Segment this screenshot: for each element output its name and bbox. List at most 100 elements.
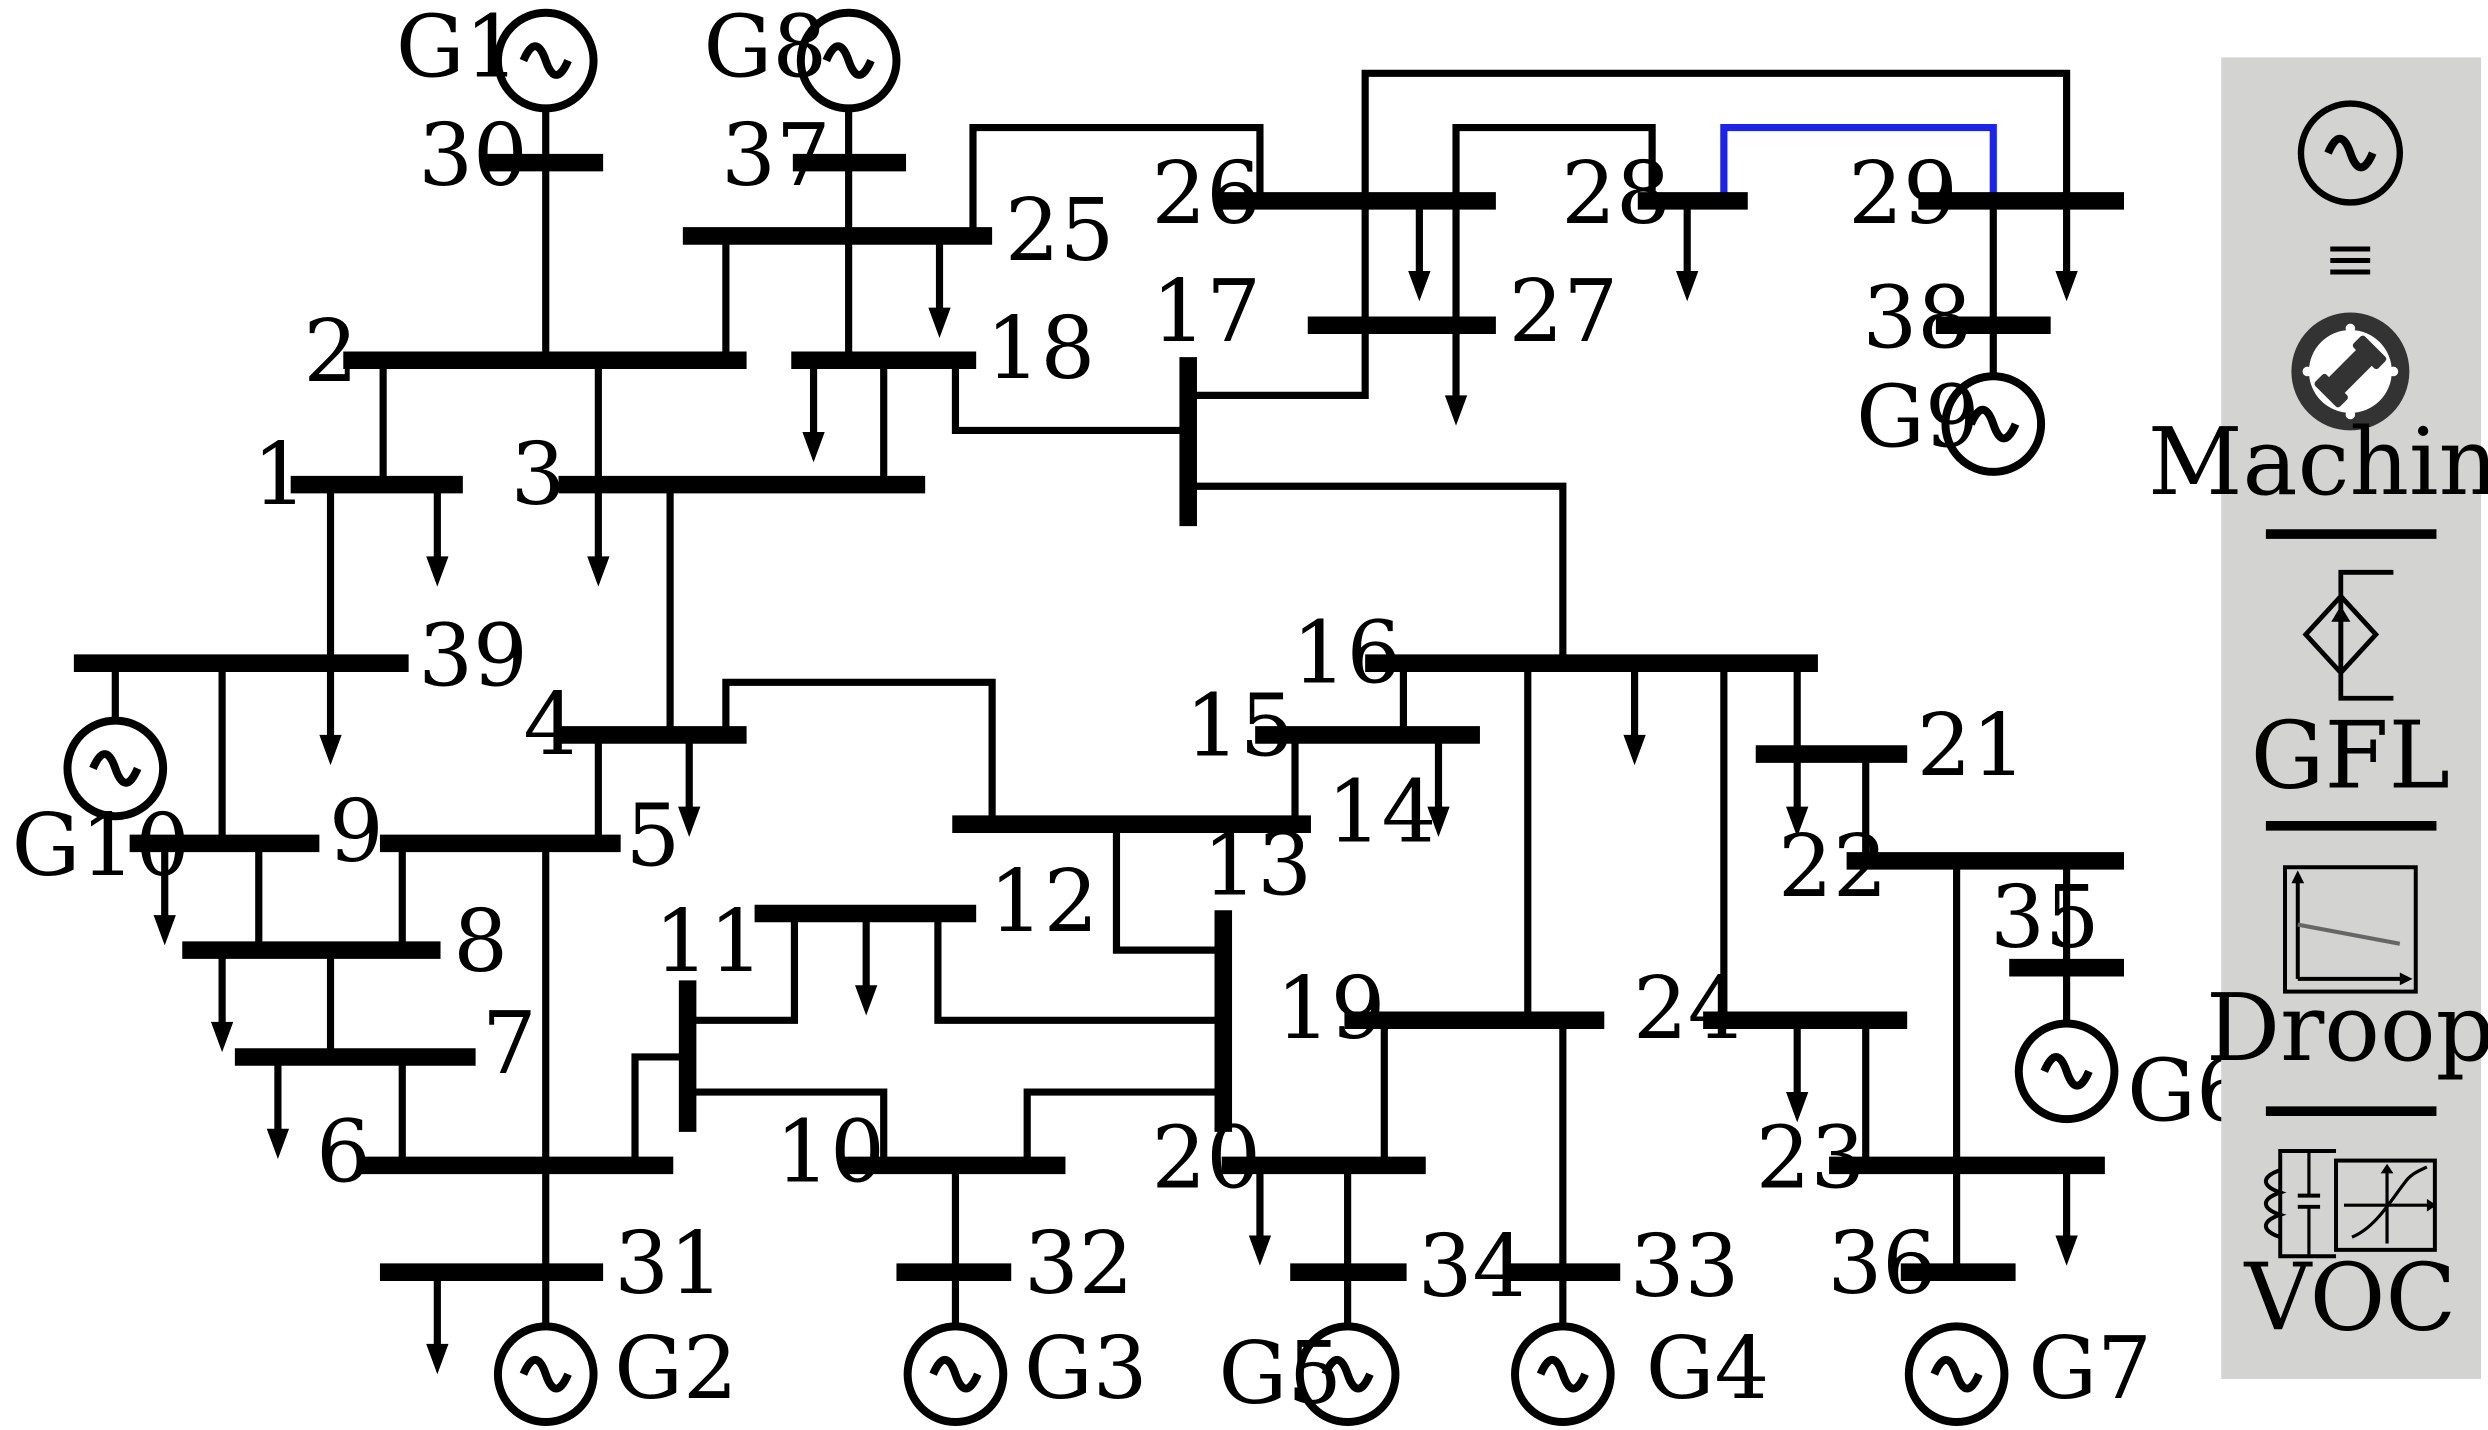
bus-label-22: 22 <box>1778 817 1888 917</box>
load-arrow <box>1623 663 1646 766</box>
gen-label-g2: G2 <box>614 1319 738 1419</box>
bus-label-15: 15 <box>1185 677 1295 777</box>
line-4-14 <box>722 678 996 825</box>
bus-label-18: 18 <box>986 299 1096 399</box>
bus-label-16: 16 <box>1292 603 1402 703</box>
gen-label-g8: G8 <box>704 0 828 98</box>
bus-label-10: 10 <box>775 1102 885 1202</box>
load-arrow <box>678 734 701 837</box>
generators <box>63 8 2119 1427</box>
gen-label-g4: G4 <box>1646 1319 1770 1419</box>
bus-label-12: 12 <box>989 852 1099 952</box>
line-17-26 <box>1188 200 1369 399</box>
load-arrow <box>802 360 825 463</box>
bus-labels: 30 37 25 26 28 29 27 38 17 2 18 1 3 39 1… <box>252 106 2099 1317</box>
legend-panel: ≡ Machine GFL <box>2148 57 2488 1379</box>
bus-label-30: 30 <box>418 106 528 206</box>
legend-droop-label: Droop <box>2206 974 2488 1082</box>
bus-label-3: 3 <box>511 425 566 525</box>
bus-label-27: 27 <box>1509 262 1619 362</box>
legend-generator-icon <box>2297 100 2403 206</box>
gen-label-g1: G1 <box>396 0 520 98</box>
gen-label-g7: G7 <box>2028 1319 2152 1419</box>
load-arrow <box>319 663 342 766</box>
bus-label-1: 1 <box>252 425 307 525</box>
line-14-13 <box>1112 824 1224 954</box>
line-11-10 <box>687 1088 888 1166</box>
loads <box>153 200 2078 1375</box>
load-arrow <box>855 913 878 1016</box>
legend-voc-icon <box>2263 1149 2437 1259</box>
bus-label-35: 35 <box>1990 868 2100 968</box>
bus-label-14: 14 <box>1327 763 1437 863</box>
load-arrow <box>1786 1020 1809 1123</box>
bus-label-13: 13 <box>1203 815 1313 915</box>
line-26-29 <box>1361 69 2071 201</box>
line-6-11 <box>631 1053 688 1166</box>
generator-g1-icon <box>493 8 598 113</box>
load-arrow <box>928 235 951 338</box>
line-26-28 <box>1452 123 1656 201</box>
line-18-17 <box>951 360 1189 435</box>
bus-label-26: 26 <box>1152 144 1262 244</box>
gen-label-g9: G9 <box>1856 367 1980 467</box>
bus-label-21: 21 <box>1917 696 2027 796</box>
line-11-12 <box>687 913 799 1024</box>
load-arrow <box>1408 200 1431 302</box>
legend-machine-label: Machine <box>2148 408 2488 516</box>
generator-g5-icon <box>1295 1322 1400 1427</box>
bus-label-37: 37 <box>721 106 831 206</box>
generator-g8-icon <box>796 8 901 113</box>
legend-voc-label: VOC <box>2244 1244 2457 1352</box>
bus-label-9: 9 <box>329 782 384 882</box>
legend-droop-icon <box>2283 865 2418 994</box>
line-10-13 <box>1023 1088 1224 1166</box>
generator-g3-icon <box>903 1322 1008 1427</box>
line-28-29-highlight <box>1720 123 1997 201</box>
legend-machine-icon <box>2291 312 2410 431</box>
legend-equivalence-symbol: ≡ <box>2324 223 2377 297</box>
bus-label-23: 23 <box>1756 1109 1866 1209</box>
bus-label-28: 28 <box>1561 144 1671 244</box>
bus-label-34: 34 <box>1418 1217 1528 1317</box>
generator-g9-icon <box>1941 372 2046 476</box>
load-arrow <box>1786 663 1809 837</box>
gen-label-g10: G10 <box>12 796 190 896</box>
generator-g4-icon <box>1511 1322 1615 1427</box>
generator-g10-icon <box>63 716 168 821</box>
generator-g6-icon <box>2014 1019 2119 1124</box>
load-arrow <box>1248 1165 1272 1266</box>
load-arrow <box>426 484 449 587</box>
bus-label-19: 19 <box>1276 959 1386 1059</box>
bus-label-38: 38 <box>1863 269 1973 369</box>
bus-label-25: 25 <box>1005 181 1115 281</box>
bus-label-39: 39 <box>418 607 528 707</box>
load-arrow <box>1444 325 1468 426</box>
generator-g7-icon <box>1904 1322 2009 1427</box>
gen-label-g5: G5 <box>1218 1324 1342 1424</box>
load-arrow <box>1676 200 1699 302</box>
gen-label-g3: G3 <box>1024 1319 1148 1419</box>
line-17-16 <box>1188 482 1567 664</box>
transmission-lines <box>111 69 2071 1327</box>
line-25-26 <box>969 123 1264 236</box>
bus-label-31: 31 <box>614 1214 724 1314</box>
generator-g2-icon <box>493 1322 598 1427</box>
bus-label-6: 6 <box>316 1102 371 1202</box>
load-arrow <box>426 1272 449 1375</box>
bus-label-17: 17 <box>1152 262 1262 362</box>
line-12-13 <box>934 913 1224 1024</box>
generator-labels: G1 G8 G9 G10 G6 G2 G3 G5 G4 G7 <box>12 0 2251 1424</box>
load-arrow <box>2055 1165 2078 1266</box>
load-arrow <box>266 1056 290 1159</box>
legend-gfl-label: GFL <box>2251 702 2450 810</box>
load-arrow <box>1427 734 1450 837</box>
load-arrow <box>153 843 176 946</box>
bus-label-8: 8 <box>453 892 508 992</box>
bus-label-5: 5 <box>625 787 680 887</box>
bus-label-4: 4 <box>523 675 578 775</box>
bus-label-32: 32 <box>1024 1214 1134 1314</box>
bus-label-20: 20 <box>1152 1109 1262 1209</box>
bus-label-36: 36 <box>1827 1214 1937 1314</box>
